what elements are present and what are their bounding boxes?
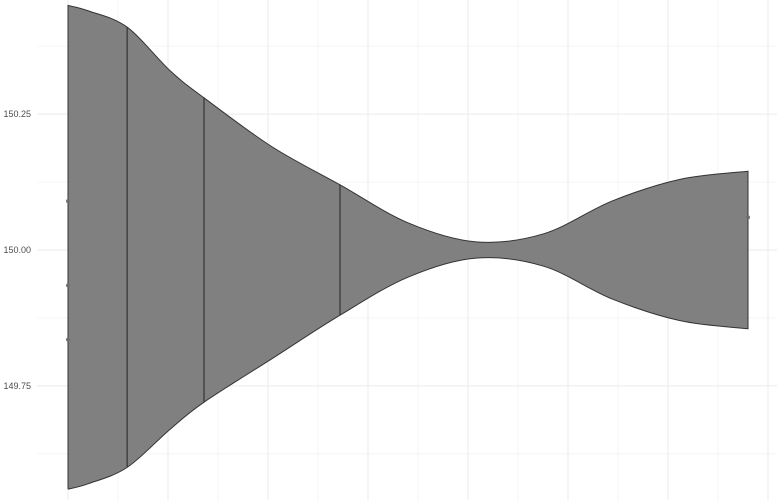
quantile-lines	[126, 27, 341, 468]
violin-layer	[67, 4, 749, 490]
data-points	[66, 199, 750, 342]
data-point	[66, 283, 70, 288]
data-point	[746, 215, 750, 220]
y-tick-label: 150.25	[3, 109, 31, 119]
y-axis-tick-labels: 149.75 150.00 150.25	[3, 109, 31, 391]
y-tick-label: 149.75	[3, 381, 31, 391]
data-point	[66, 199, 70, 204]
violin-shape	[67, 4, 749, 490]
data-point	[66, 337, 70, 342]
y-tick-label: 150.00	[3, 245, 31, 255]
